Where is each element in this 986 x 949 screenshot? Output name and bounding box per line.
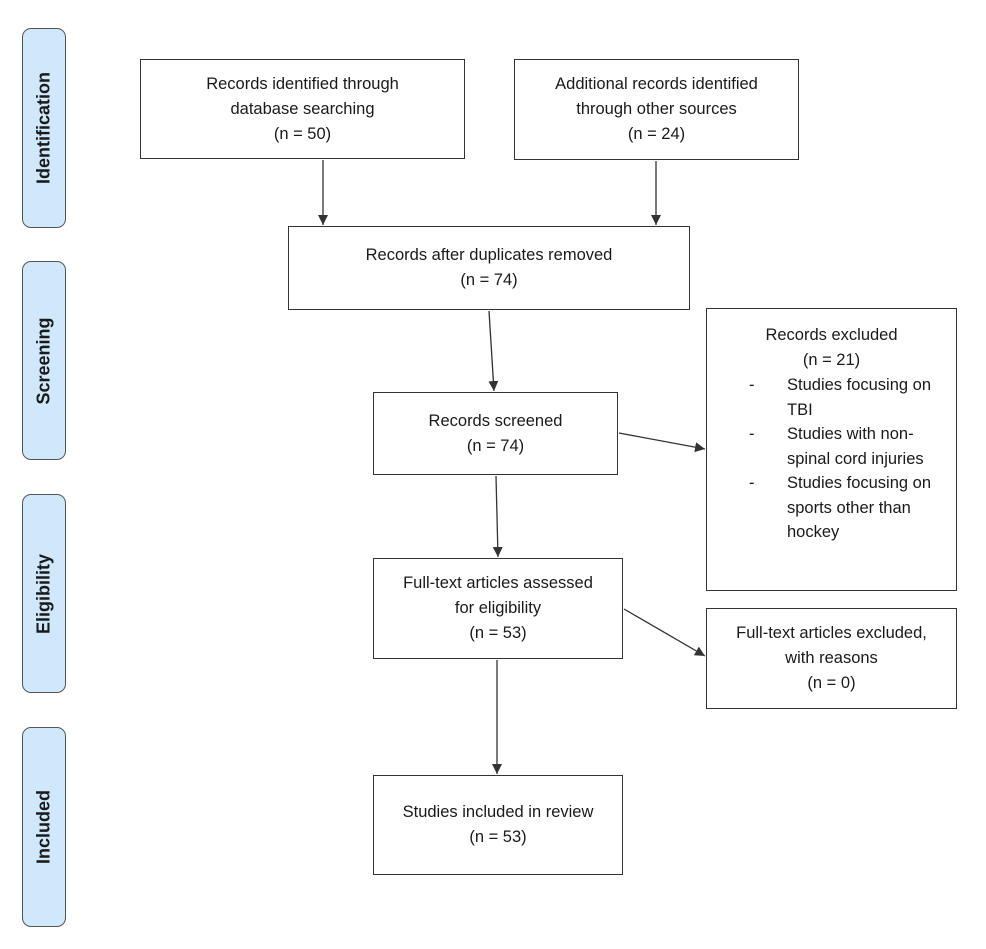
- box-records-screened: Records screened (n = 74): [373, 392, 618, 475]
- screened-line-1: Records screened: [428, 411, 563, 430]
- fulltext-assessed-line-2: for eligibility: [454, 599, 542, 617]
- database-records-line-1: Records identified through: [206, 74, 399, 93]
- fulltext-excluded-line-2: with reasons: [785, 649, 878, 667]
- box-after-duplicates: Records after duplicates removed (n = 74…: [288, 226, 690, 310]
- included-studies-count: (n = 53): [469, 828, 527, 846]
- other-sources-line-2: through other sources: [576, 100, 737, 118]
- arrow-duplicates-to-screened: [488, 310, 499, 392]
- records-excluded-line-1: Records excluded: [765, 326, 898, 344]
- screened-count: (n = 74): [466, 436, 525, 455]
- box-database-records: Records identified through database sear…: [140, 59, 465, 159]
- fulltext-assessed-count: (n = 53): [469, 624, 527, 642]
- exclusion-reason: Studies focusing on sports other than ho…: [749, 471, 944, 545]
- after-duplicates-line-1: Records after duplicates removed: [365, 246, 613, 264]
- phase-identification: Identification: [22, 28, 66, 228]
- records-excluded-count: (n = 21): [802, 351, 861, 369]
- fulltext-assessed-line-1: Full-text articles assessed: [403, 574, 593, 592]
- included-studies-line-1: Studies included in review: [402, 803, 594, 821]
- database-records-line-2: database searching: [230, 99, 375, 118]
- box-fulltext-assessed: Full-text articles assessed for eligibil…: [373, 558, 623, 659]
- fulltext-excluded-count: (n = 0): [807, 674, 856, 692]
- exclusion-reason: Studies focusing on TBI: [749, 373, 944, 422]
- box-other-sources: Additional records identified through ot…: [514, 59, 799, 160]
- arrow-screened-to-excluded: [618, 432, 706, 453]
- other-sources-count: (n = 24): [627, 125, 686, 143]
- box-records-excluded: Records excluded (n = 21) Studies focusi…: [706, 308, 957, 591]
- phase-eligibility: Eligibility: [22, 494, 66, 693]
- box-fulltext-excluded: Full-text articles excluded, with reason…: [706, 608, 957, 709]
- phase-screening: Screening: [22, 261, 66, 460]
- arrow-screened-to-fulltext: [492, 475, 503, 558]
- database-records-count: (n = 50): [273, 124, 332, 143]
- fulltext-excluded-line-1: Full-text articles excluded,: [736, 624, 927, 642]
- arrow-fulltext-to-excluded: [623, 608, 706, 657]
- box-included-studies: Studies included in review (n = 53): [373, 775, 623, 875]
- exclusion-reason: Studies with non-spinal cord injuries: [749, 422, 944, 471]
- exclusion-reasons-list: Studies focusing on TBI Studies with non…: [707, 373, 956, 545]
- after-duplicates-count: (n = 74): [460, 271, 518, 289]
- other-sources-line-1: Additional records identified: [555, 75, 758, 93]
- phase-included: Included: [22, 727, 66, 927]
